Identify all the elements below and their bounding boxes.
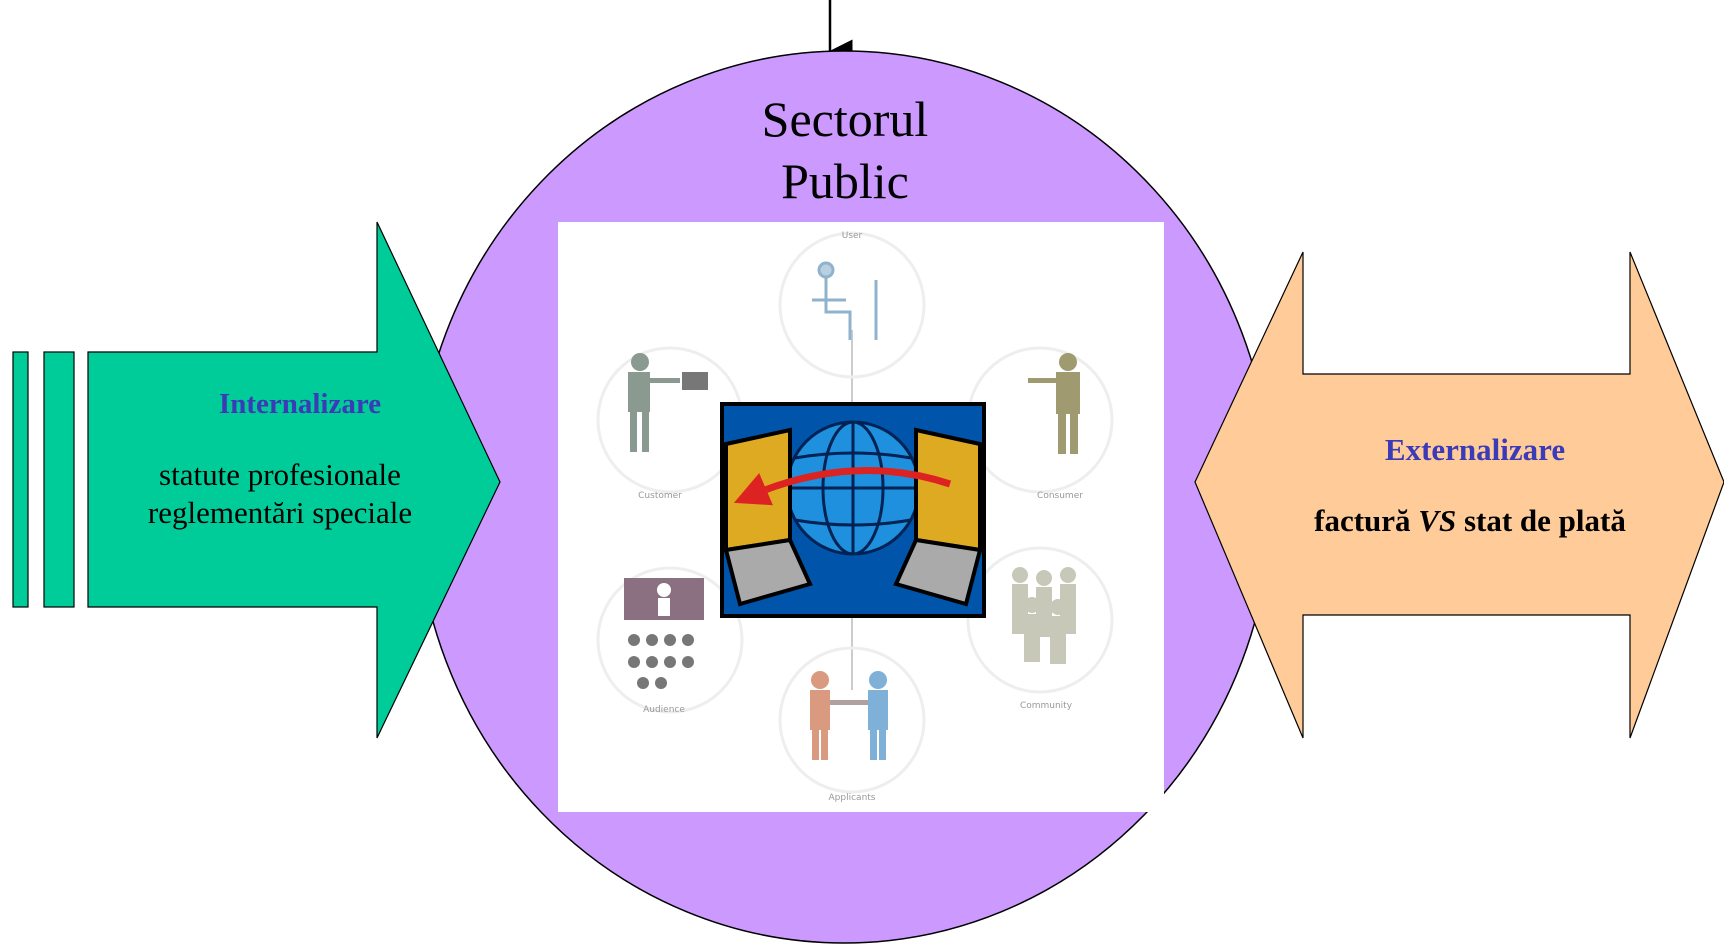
role-label-audience: Audience xyxy=(643,705,685,715)
externalizare-title: Externalizare xyxy=(1384,432,1566,467)
applicants-figure-icon xyxy=(810,671,888,760)
externalizare-text-after: stat de plată xyxy=(1456,503,1626,538)
clipart-panel: User Customer Consumer xyxy=(558,222,1164,812)
role-label-applicants: Applicants xyxy=(829,793,876,803)
externalizare-arrow xyxy=(1194,251,1724,739)
public-sector-title-line2: Public xyxy=(781,153,909,209)
role-label-consumer: Consumer xyxy=(1037,491,1083,501)
internalizare-arrow xyxy=(12,221,501,739)
role-label-user: User xyxy=(842,231,863,241)
internalizare-title: Internalizare xyxy=(218,388,382,420)
role-label-customer: Customer xyxy=(638,491,682,501)
externalizare-text: factură VS stat de plată xyxy=(1230,503,1710,539)
community-figure-icon xyxy=(1012,567,1076,664)
audience-figure-icon xyxy=(624,578,704,689)
public-sector-title-line1: Sectorul xyxy=(761,91,929,147)
internalizare-line2: reglementări speciale xyxy=(147,495,413,530)
role-label-community: Community xyxy=(1020,701,1073,711)
internalizare-line1: statute profesionale xyxy=(159,457,401,492)
customer-figure-icon xyxy=(628,353,708,452)
public-sector-title: Sectorul Public xyxy=(640,88,1050,212)
consumer-figure-icon xyxy=(1028,353,1080,454)
externalizare-text-before: factură xyxy=(1314,503,1419,538)
user-figure-icon xyxy=(812,261,878,340)
globe-laptops-icon xyxy=(720,402,986,618)
transfer-arrow-icon xyxy=(733,467,952,506)
externalizare-text-italic: VS xyxy=(1418,503,1457,538)
